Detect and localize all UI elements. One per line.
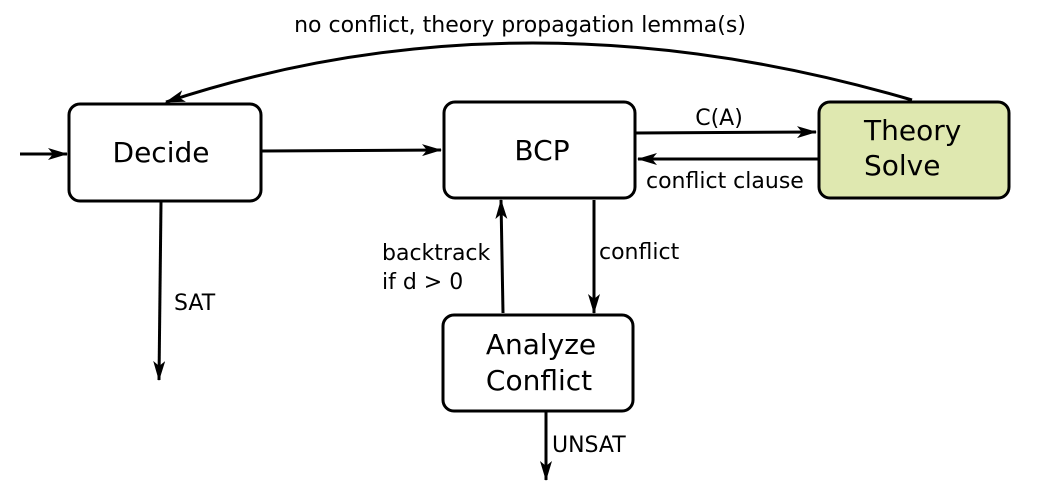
edge-label-bcp-to-theory: C(A) [695, 106, 743, 131]
decide-sat-arrow [153, 201, 166, 381]
analyze-to-bcp-arrow [495, 199, 508, 314]
edge-label-backtrack-line2: if d > 0 [382, 270, 463, 295]
node-theory-solve-label-line1: Theory [863, 114, 961, 147]
node-decide: Decide [67, 102, 263, 203]
node-analyze-conflict-label-line1: Analyze [486, 328, 596, 361]
edge-label-analyze-unsat: UNSAT [552, 433, 626, 458]
edge-label-theory-to-bcp: conflict clause [646, 169, 804, 194]
node-decide-box [67, 102, 263, 203]
edge-label-backtrack-line1: backtrack [382, 241, 491, 266]
bcp-to-theory-arrow [635, 126, 817, 139]
edge-label-theory-to-decide: no conflict, theory propagation lemma(s) [294, 13, 746, 38]
node-bcp-label: BCP [514, 134, 569, 167]
node-theory-solve: Theory Solve [817, 100, 1011, 200]
node-theory-solve-box [817, 100, 1011, 200]
node-analyze-conflict: Analyze Conflict [441, 313, 635, 413]
edge-label-decide-sat: SAT [174, 291, 216, 316]
node-analyze-conflict-label-line2: Conflict [486, 364, 592, 397]
decide-to-bcp-arrow [261, 144, 442, 157]
node-bcp: BCP [442, 100, 637, 200]
node-decide-label: Decide [113, 136, 210, 169]
edge-label-bcp-to-analyze: conflict [599, 240, 680, 265]
theory-to-decide-arrow [165, 41, 913, 104]
node-bcp-box [442, 100, 637, 200]
node-analyze-conflict-box [441, 313, 635, 413]
node-theory-solve-label-line2: Solve [864, 149, 940, 182]
